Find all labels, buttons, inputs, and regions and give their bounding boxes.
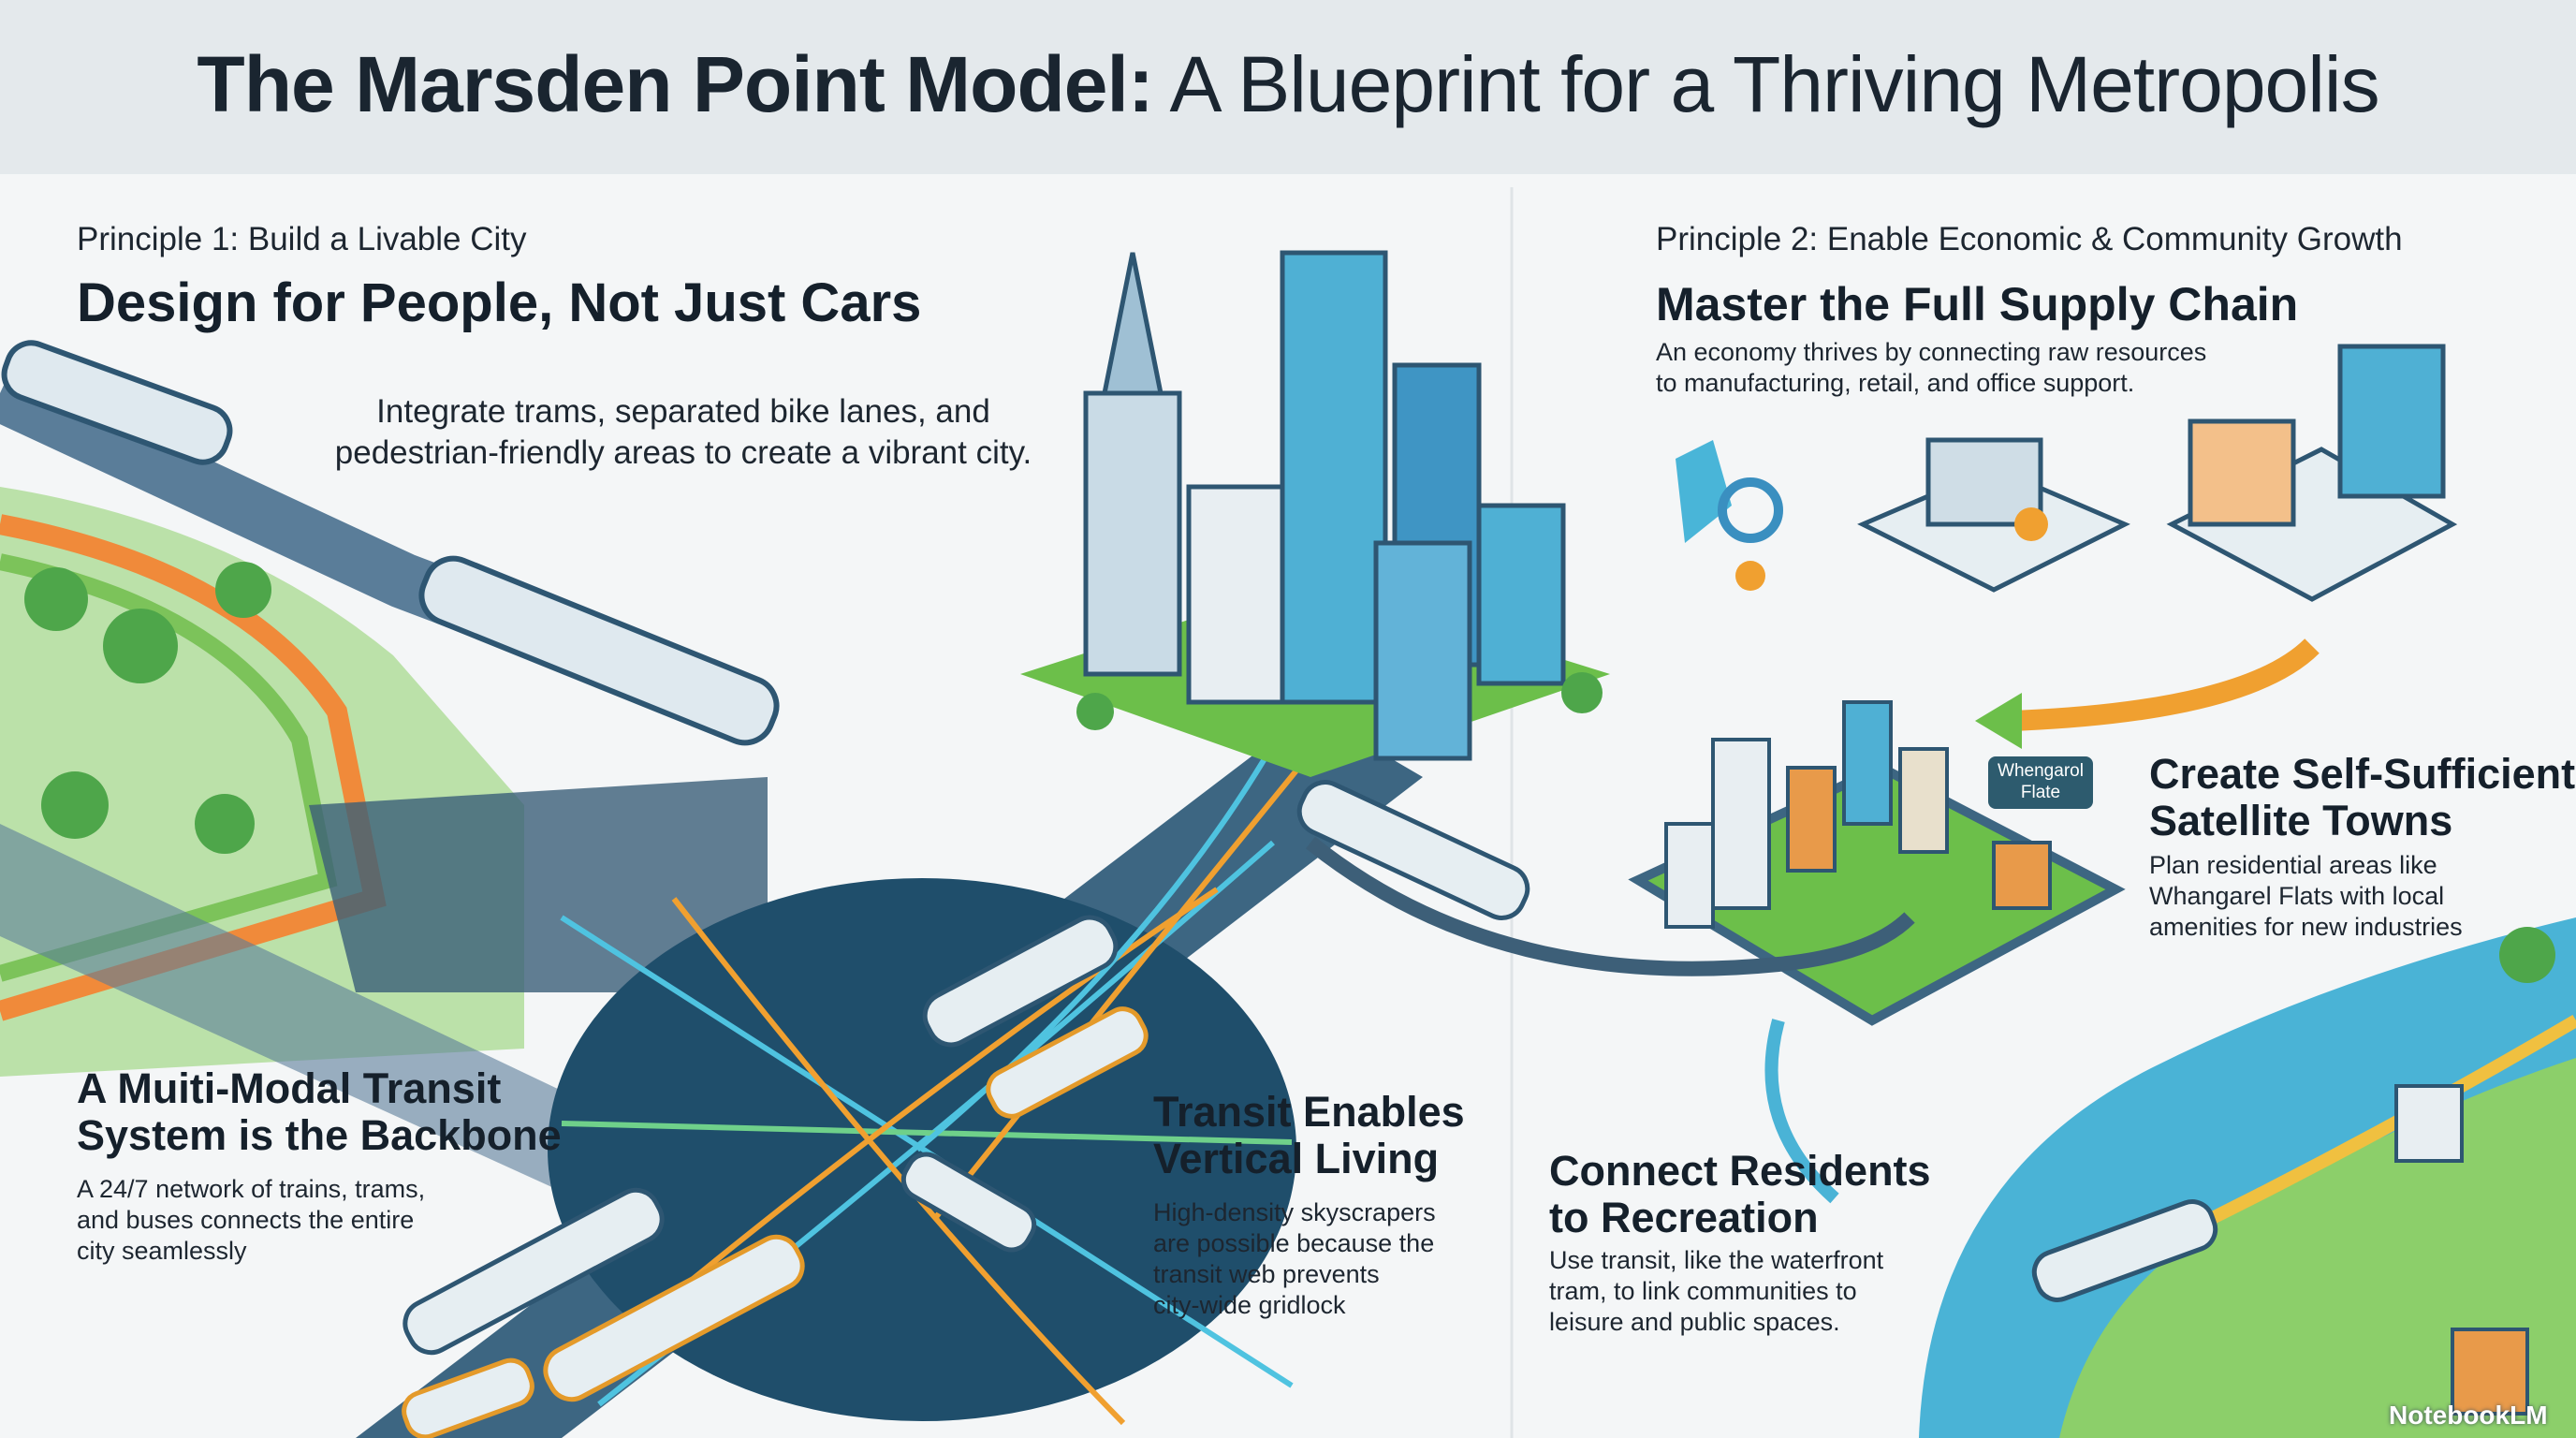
heading-line: Vertical Living xyxy=(1153,1135,1440,1182)
arrow-head xyxy=(1975,693,2022,749)
heading-line: A Muiti-Modal Transit xyxy=(77,1064,502,1112)
recreation-body: Use transit, like the waterfront tram, t… xyxy=(1549,1245,1883,1338)
title-rest: A Blueprint for a Thriving Metropolis xyxy=(1152,40,2380,128)
principle-1-heading: Design for People, Not Just Cars xyxy=(77,272,922,333)
waterfront-park xyxy=(1919,917,2576,1438)
underpass xyxy=(309,777,768,992)
tram-left xyxy=(1,340,780,746)
principle-2-kicker: Principle 2: Enable Economic & Community… xyxy=(1656,221,2403,257)
body-line: city-wide gridlock xyxy=(1153,1291,1346,1319)
body-line: An economy thrives by connecting raw res… xyxy=(1656,338,2207,366)
skyscraper-cluster xyxy=(1020,250,1610,777)
satellite-heading: Create Self-Sufficient Satellite Towns xyxy=(2149,751,2575,844)
satellite-body: Plan residential areas like Whangarel Fl… xyxy=(2149,850,2463,943)
label-line: Whengarol xyxy=(1998,761,2084,781)
principle-2-heading: Master the Full Supply Chain xyxy=(1656,278,2299,330)
vertical-living-heading: Transit Enables Vertical Living xyxy=(1153,1089,1465,1182)
heading-line: to Recreation xyxy=(1549,1194,1819,1241)
body-line: Plan residential areas like xyxy=(2149,851,2437,879)
vehicles xyxy=(402,780,1530,1438)
river-link xyxy=(1764,1019,1839,1204)
label-line: Flate xyxy=(2020,783,2061,802)
body-line: city seamlessly xyxy=(77,1237,247,1265)
body-line: High-density skyscrapers xyxy=(1153,1198,1436,1226)
heading-line: Connect Residents xyxy=(1549,1147,1931,1195)
body-line: Integrate trams, separated bike lanes, a… xyxy=(376,393,990,430)
heading-line: Create Self-Sufficient xyxy=(2149,750,2576,798)
body-line: A 24/7 network of trains, trams, xyxy=(77,1175,426,1203)
satellite-town xyxy=(1628,700,2126,1026)
page-title: The Marsden Point Model: A Blueprint for… xyxy=(0,39,2576,130)
notebooklm-watermark: NotebookLM xyxy=(2389,1401,2548,1430)
supply-chain-icons xyxy=(1676,344,2458,602)
body-line: tram, to link communities to xyxy=(1549,1277,1857,1305)
transit-backbone-heading: A Muiti-Modal Transit System is the Back… xyxy=(77,1065,562,1159)
principle-1-kicker: Principle 1: Build a Livable City xyxy=(77,221,527,257)
rail-line xyxy=(1306,836,1915,976)
body-line: are possible because the xyxy=(1153,1229,1435,1257)
map-label-whengarol-flate: Whengarol Flate xyxy=(1988,756,2093,809)
body-line: amenities for new industries xyxy=(2149,913,2463,941)
body-line: and buses connects the entire xyxy=(77,1206,415,1234)
transit-backbone-body: A 24/7 network of trains, trams, and bus… xyxy=(77,1174,425,1267)
header-band xyxy=(0,0,2576,174)
heading-line: System is the Backbone xyxy=(77,1111,562,1159)
principle-1-body: Integrate trams, separated bike lanes, a… xyxy=(309,391,1058,474)
heading-line: Satellite Towns xyxy=(2149,797,2453,844)
body-line: Use transit, like the waterfront xyxy=(1549,1246,1884,1274)
body-line: transit web prevents xyxy=(1153,1260,1380,1288)
body-line: leisure and public spaces. xyxy=(1549,1308,1840,1336)
body-line: to manufacturing, retail, and office sup… xyxy=(1656,369,2135,397)
city-illustration xyxy=(0,187,2576,1438)
recreation-heading: Connect Residents to Recreation xyxy=(1549,1148,1931,1241)
principle-2-body: An economy thrives by connecting raw res… xyxy=(1656,337,2206,399)
title-bold: The Marsden Point Model: xyxy=(197,40,1153,128)
vertical-living-body: High-density skyscrapers are possible be… xyxy=(1153,1197,1436,1321)
flow-arrow xyxy=(2012,638,2320,731)
heading-line: Transit Enables xyxy=(1153,1088,1465,1136)
body-line: pedestrian-friendly areas to create a vi… xyxy=(334,434,1032,471)
body-line: Whangarel Flats with local xyxy=(2149,882,2445,910)
